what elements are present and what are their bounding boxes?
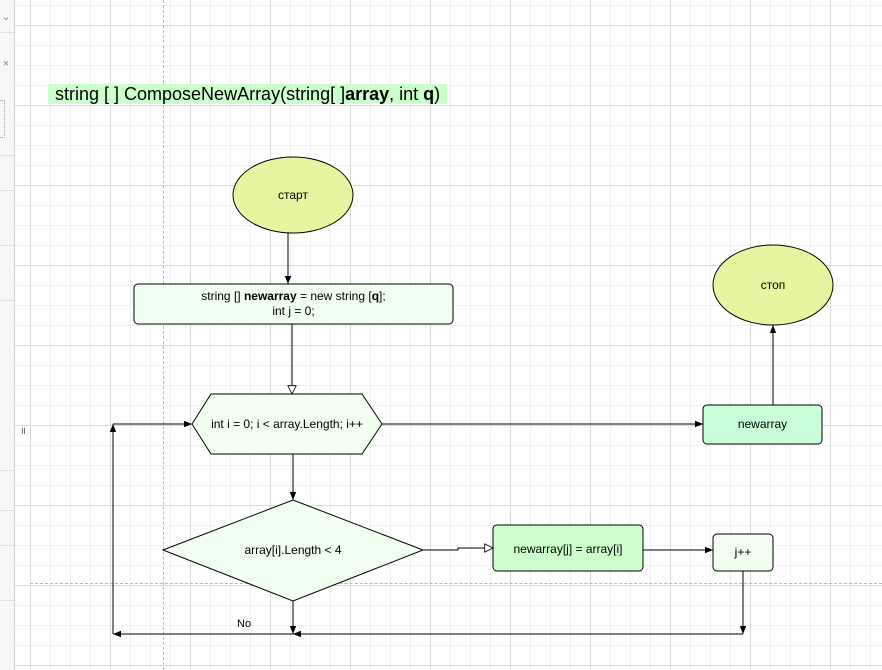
output-label: newarray [703, 405, 822, 444]
init-text: ]; [379, 289, 386, 303]
increment-text: j++ [734, 545, 752, 559]
init-text: = new string [ [296, 289, 372, 303]
assign-text: newarray[j] = array[i] [513, 542, 623, 556]
resize-handle-icon[interactable]: ॥ [20, 426, 26, 437]
sidebar-divider [0, 32, 14, 33]
start-terminal[interactable] [232, 156, 354, 234]
edge-label-no[interactable]: No [237, 618, 252, 630]
signature-text: string [ ] ComposeNewArray(string[ ] [55, 84, 346, 104]
signature-text: ) [434, 84, 441, 104]
close-icon[interactable]: × [2, 58, 10, 70]
start-label: старт [233, 157, 353, 233]
init-label: string [] newarray = new string [q]; int… [134, 284, 453, 324]
sidebar-divider [0, 300, 14, 301]
signature-text: , int [389, 84, 424, 104]
sidebar-divider [0, 545, 14, 546]
left-sidebar: ⌄ × [0, 0, 15, 670]
sidebar-divider [0, 190, 14, 191]
condition-text: array[i].Length < 4 [244, 543, 342, 557]
init-line-1: string [] newarray = new string [q]; [201, 289, 385, 304]
condition-label: array[i].Length < 4 [163, 500, 423, 601]
vertical-guide-line [163, 0, 164, 670]
assign-label: newarray[j] = array[i] [493, 525, 643, 571]
signature-param-array: array [345, 84, 390, 104]
function-signature[interactable]: string [ ] ComposeNewArray(string[ ]arra… [48, 84, 448, 104]
init-var-newarray: newarray [243, 289, 297, 303]
dotted-frame-icon[interactable] [0, 100, 5, 138]
output-text: newarray [737, 417, 788, 431]
sidebar-divider [0, 600, 14, 601]
loop-text: int i = 0; i < array.Length; i++ [211, 416, 363, 431]
loop-label: int i = 0; i < array.Length; i++ [192, 394, 382, 454]
sidebar-divider [0, 245, 14, 246]
sidebar-divider [0, 155, 14, 156]
start-text: старт [278, 187, 308, 202]
init-line-2: int j = 0; [272, 304, 315, 318]
increment-label: j++ [713, 534, 773, 571]
init-var-q: q [371, 289, 380, 303]
stop-text: стоп [760, 277, 786, 292]
sidebar-divider [0, 510, 14, 511]
signature-param-q: q [423, 84, 435, 104]
init-text: string [] [201, 289, 244, 303]
chevron-icon[interactable]: ⌄ [1, 11, 11, 23]
init-process-box[interactable] [133, 283, 454, 325]
edge-condition-to-assign[interactable] [423, 548, 493, 550]
stop-label: стоп [713, 245, 833, 325]
sidebar-divider [0, 470, 14, 471]
horizontal-guide-line [30, 583, 882, 584]
